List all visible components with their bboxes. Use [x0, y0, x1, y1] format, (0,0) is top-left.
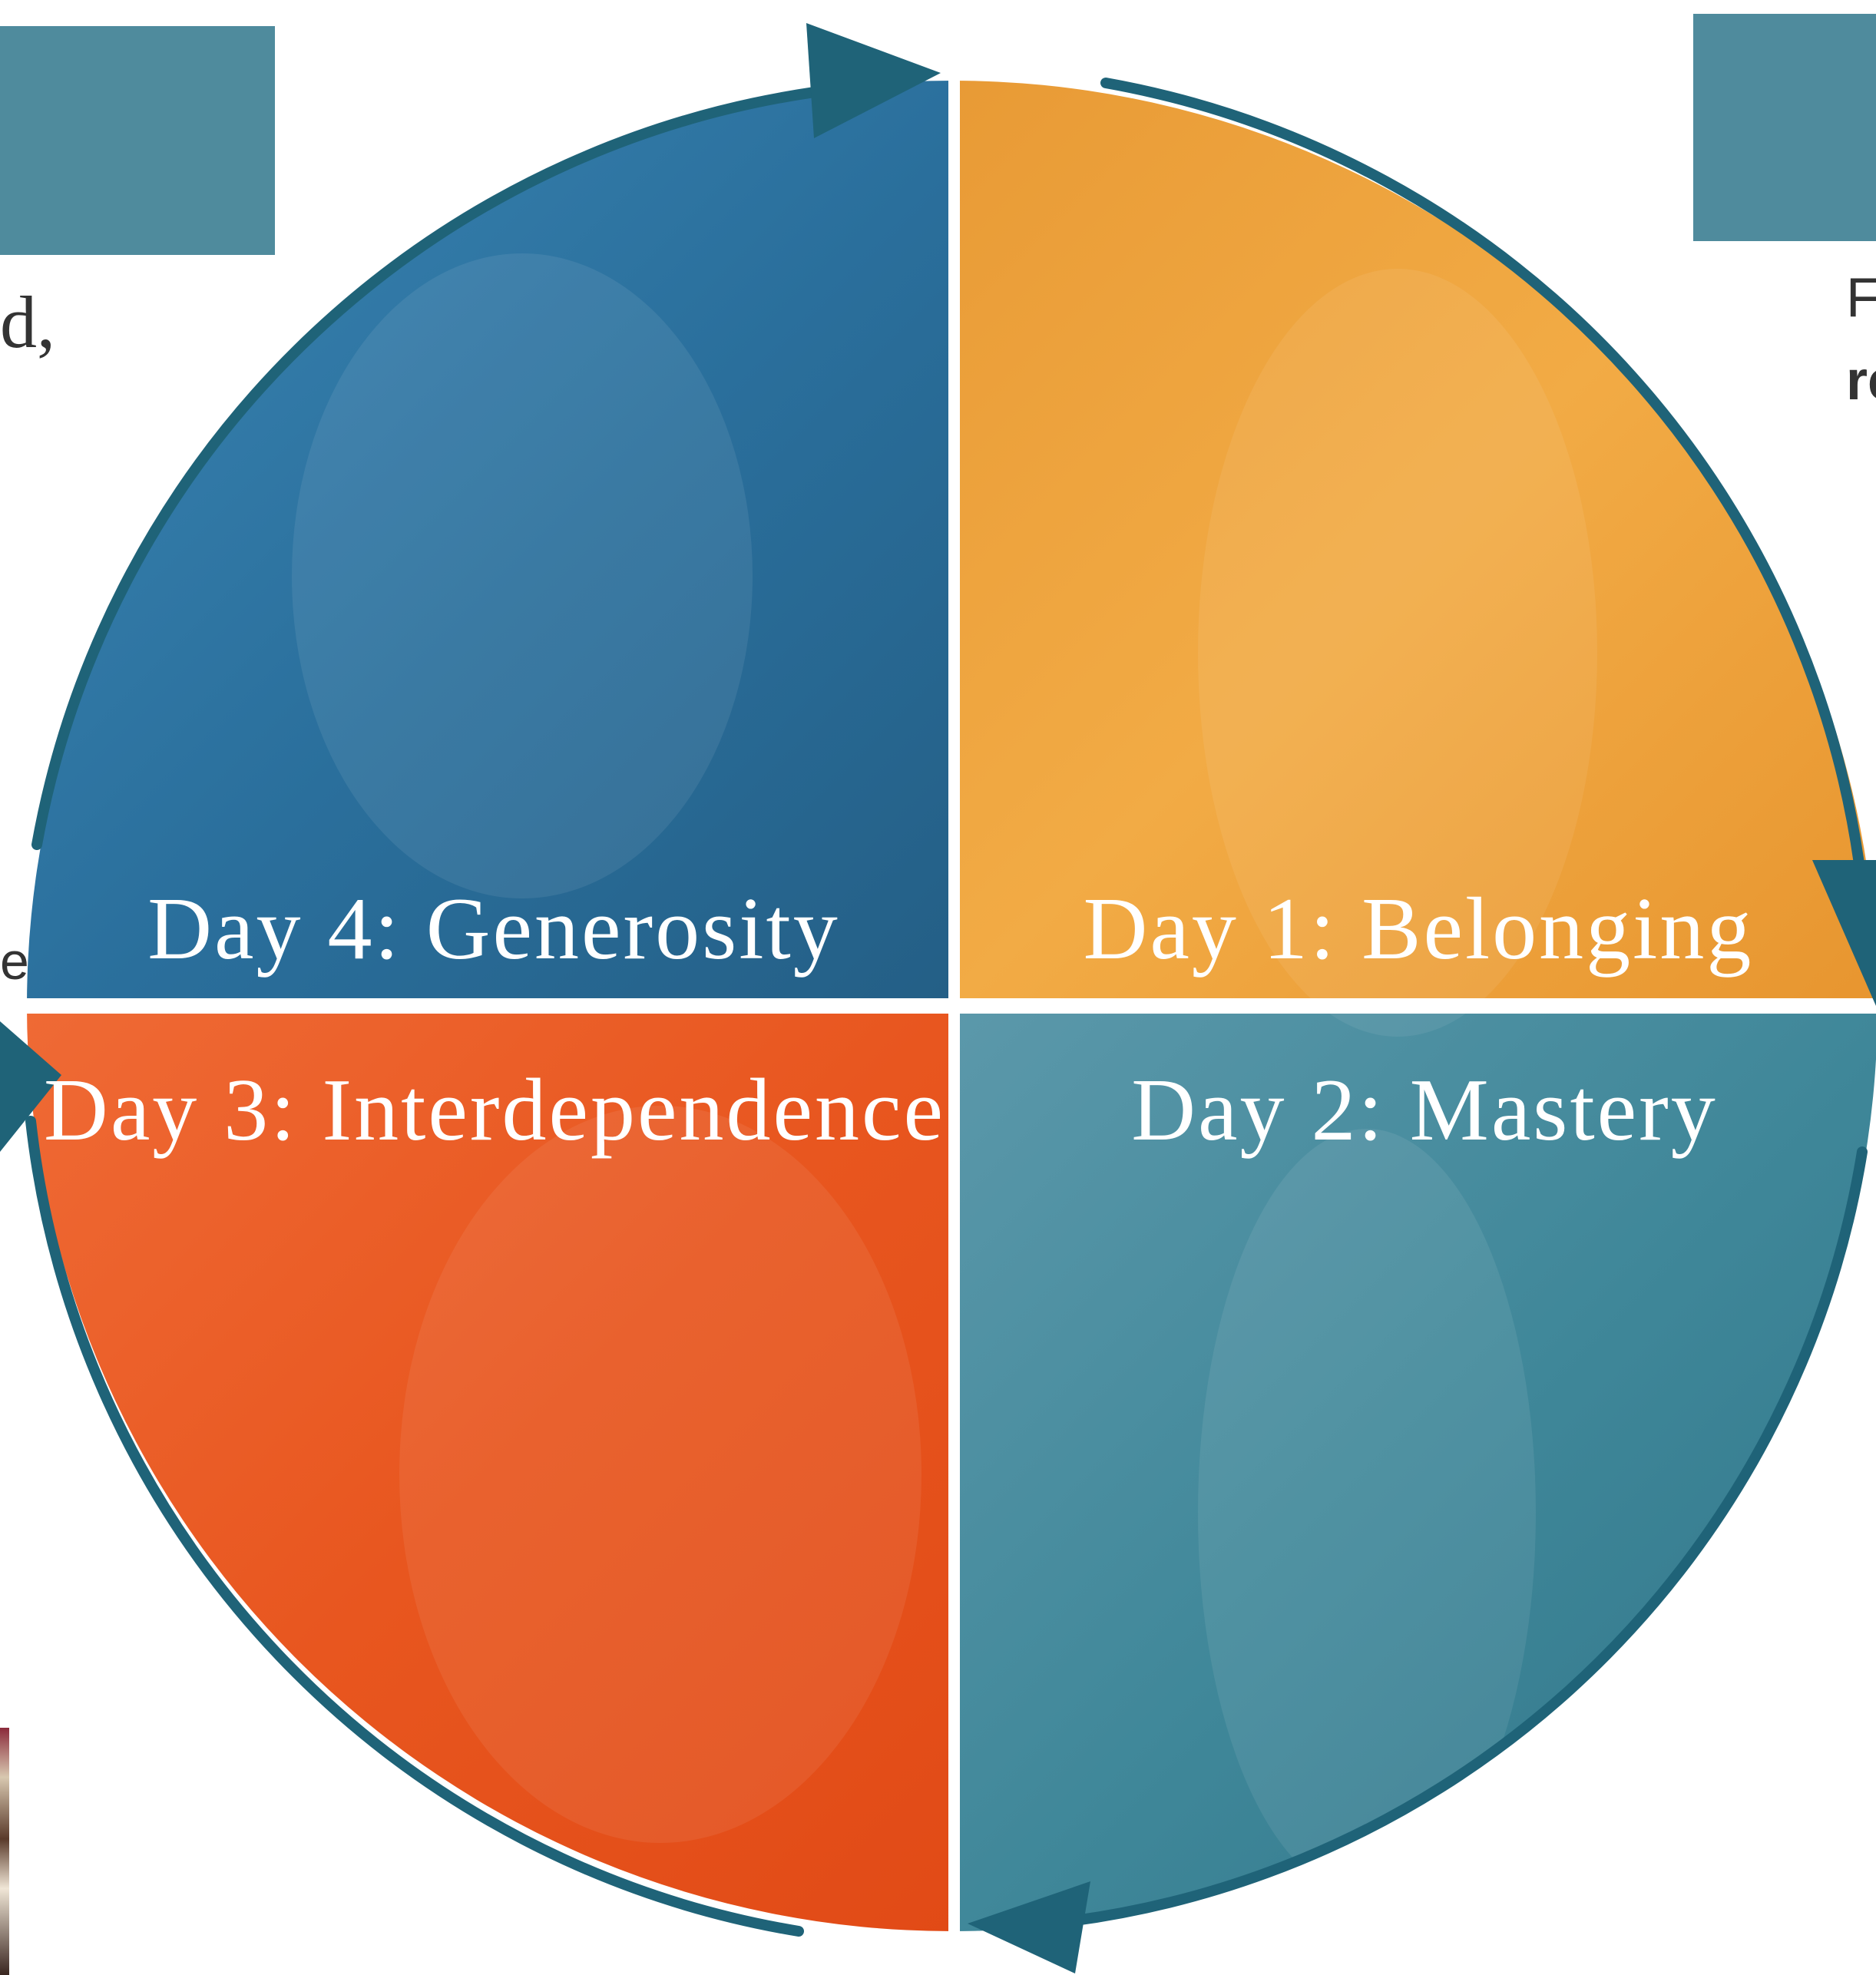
cycle-arc-bottom-right: [1001, 1146, 1868, 1933]
label-day2: Day 2: Mastery: [1131, 1061, 1718, 1160]
cycle-arc-bottom-left: [25, 1116, 804, 1937]
dancer-silhouette-day3: [399, 1106, 921, 1843]
label-day1: Day 1: Belonging: [1084, 880, 1754, 978]
cycle-arc-top-right: [1100, 78, 1871, 935]
right-partial-text-2: re: [1846, 350, 1876, 412]
partial-photo-strip: [0, 1728, 9, 1975]
clockwise-cycle-arrow-icon: [806, 23, 941, 138]
dancer-silhouette-day1: [1198, 269, 1597, 1037]
label-day3: Day 3: Interdependence: [44, 1061, 945, 1160]
left-teal-box: [0, 26, 275, 255]
cycle-arc-top-left: [31, 83, 850, 850]
clockwise-cycle-arrow-icon: [0, 1021, 61, 1152]
dancer-silhouette-day2: [1198, 1129, 1536, 1897]
left-partial-text: d,: [0, 281, 55, 363]
clockwise-cycle-arrow-icon: [968, 1881, 1090, 1973]
dancer-silhouette-day4: [292, 253, 753, 898]
clockwise-cycle-arrow-icon: [1812, 860, 1876, 1006]
right-partial-text-1: F: [1846, 267, 1876, 329]
horizontal-divider: [27, 998, 1876, 1014]
right-teal-box: [1693, 14, 1876, 241]
label-day4: Day 4: Generosity: [147, 880, 839, 978]
